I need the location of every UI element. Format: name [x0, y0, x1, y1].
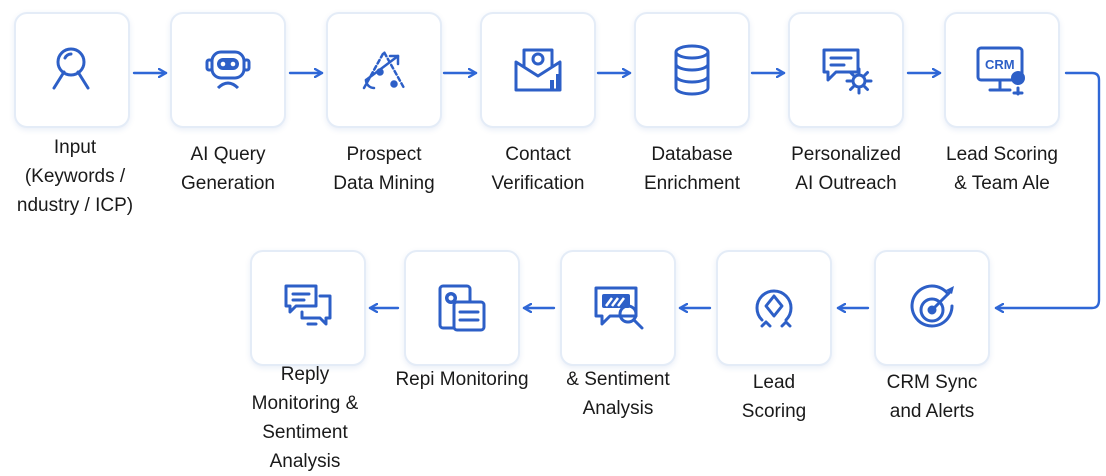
step-card-lead-scoring	[716, 250, 832, 366]
step-label-sentiment: & Sentiment Analysis	[566, 369, 670, 419]
step-card-outreach	[788, 12, 904, 128]
compass-icon	[755, 289, 793, 328]
step-label-repi: Repi Monitoring	[395, 369, 529, 390]
step-card-lead-team: CRM	[944, 12, 1060, 128]
step-card-contact	[480, 12, 596, 128]
magnifier-icon	[52, 47, 90, 90]
step-card-input	[14, 12, 130, 128]
robot-icon	[205, 50, 251, 90]
step-label-ai-query: AI Query Generation	[180, 144, 275, 194]
step-label-database: Database Enrichment	[643, 144, 741, 194]
step-label-prospect: Prospect Data Mining	[333, 144, 435, 194]
step-label-reply: Reply Monitoring & Sentiment Analysis	[251, 364, 359, 472]
crm-icon-text: CRM	[985, 57, 1015, 72]
step-card-prospect	[326, 12, 442, 128]
step-label-input: Input (Keywords / ndustry / ICP)	[16, 137, 134, 216]
step-card-ai-query	[170, 12, 286, 128]
step-card-reply	[250, 250, 366, 366]
email-verify-icon	[514, 48, 562, 92]
document-icon	[438, 284, 486, 332]
analysis-chat-icon	[594, 286, 644, 330]
workflow-diagram: Input (Keywords / ndustry / ICP) AI Quer…	[14, 0, 1101, 472]
step-label-outreach: Personalized AI Outreach	[791, 144, 901, 194]
step-label-lead-scoring: Lead Scoring	[741, 372, 807, 422]
step-card-crm-sync	[874, 250, 990, 366]
data-mining-icon	[362, 50, 406, 90]
step-label-crm-sync: CRM Sync and Alerts	[886, 372, 978, 422]
target-icon	[910, 284, 954, 328]
step-card-database	[634, 12, 750, 128]
step-card-sentiment	[560, 250, 676, 366]
connector-layer	[132, 0, 1101, 453]
step-label-contact: Contact Verification	[491, 144, 585, 194]
arrow-row-wrap	[994, 71, 1101, 308]
step-card-repi	[404, 250, 520, 366]
crm-monitor-icon: CRM	[976, 46, 1025, 96]
chat-gear-icon	[822, 48, 873, 95]
speech-bubbles-icon	[284, 284, 332, 326]
database-icon	[674, 44, 710, 96]
step-label-lead-team: Lead Scoring & Team Ale	[946, 144, 1058, 194]
